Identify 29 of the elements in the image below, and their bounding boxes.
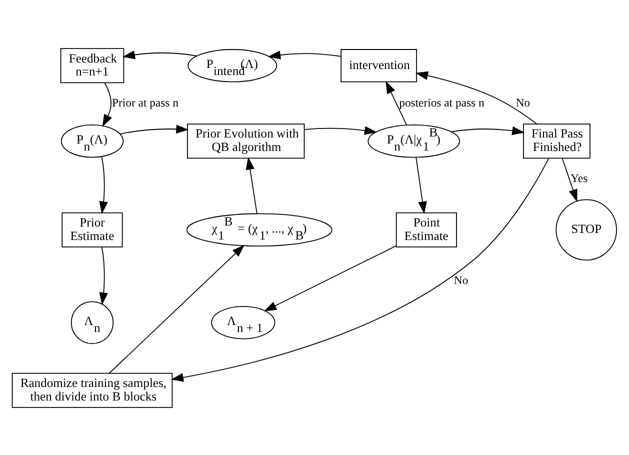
- arrow: [386, 80, 408, 126]
- arrow: [120, 124, 189, 134]
- arrow: [304, 126, 378, 134]
- arrow: [562, 157, 578, 202]
- edge-label: Yes: [570, 171, 588, 184]
- arrow: [99, 246, 108, 305]
- arrow: [450, 126, 525, 135]
- node-box: Final Pass Finished?: [523, 123, 590, 158]
- edge-label: posterios at pass n: [399, 96, 484, 109]
- node-box: Prior Estimate: [62, 212, 123, 247]
- arrow: [99, 156, 108, 214]
- node-box: Prior Evolution with QB algorithm: [187, 123, 305, 158]
- edge-label: No: [454, 273, 468, 286]
- node-box: Randomize training samples, then divide into B blocks: [12, 372, 173, 408]
- node-box: Point Estimate: [396, 212, 457, 247]
- arrow: [102, 82, 112, 126]
- node-circle: STOP: [556, 198, 617, 260]
- arrow: [122, 50, 198, 59]
- arrow: [415, 70, 538, 124]
- edge-label: Prior at pass n: [112, 96, 178, 109]
- arrow: [416, 156, 427, 214]
- edge-label: No: [516, 96, 530, 109]
- node-box: Feedback n=n+1: [60, 48, 124, 83]
- arrow: [264, 244, 397, 311]
- arrow: [246, 156, 258, 214]
- arrow: [108, 244, 245, 374]
- node-box: intervention: [340, 48, 417, 82]
- arrow: [268, 50, 342, 59]
- arrow: [170, 157, 550, 382]
